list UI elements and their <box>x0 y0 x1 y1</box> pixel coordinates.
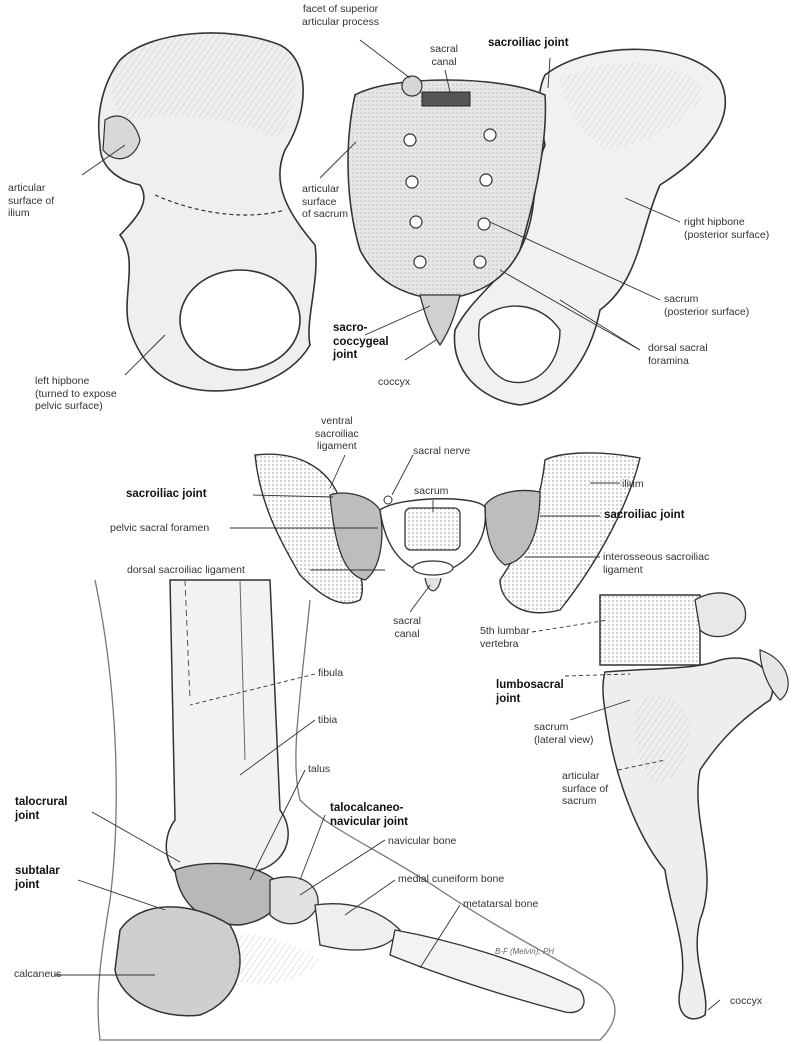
label-sacrum-lateral: sacrum (lateral view) <box>534 721 594 746</box>
label-5th-lumbar-vertebra: 5th lumbar vertebra <box>480 625 530 650</box>
label-navicular-bone: navicular bone <box>388 835 456 848</box>
label-coccyx-top: coccyx <box>378 376 410 389</box>
label-pelvic-sacral-foramen: pelvic sacral foramen <box>110 522 209 535</box>
label-sacrum-mid: sacrum <box>414 485 448 498</box>
label-sacral-nerve: sacral nerve <box>413 445 470 458</box>
artist-signature: B-F (Melvin), PH <box>495 947 554 956</box>
label-sacrococcygeal-joint: sacro- coccygeal joint <box>333 322 389 363</box>
label-sacroiliac-joint-top: sacroiliac joint <box>488 37 569 51</box>
label-articular-surface-sacrum-lateral: articular surface of sacrum <box>562 770 608 808</box>
label-fibula: fibula <box>318 667 343 680</box>
left-hipbone-drawing <box>99 33 316 391</box>
label-sacroiliac-joint-right: sacroiliac joint <box>604 509 685 523</box>
label-sacrum-posterior: sacrum (posterior surface) <box>664 293 749 318</box>
label-lumbosacral-joint: lumbosacral joint <box>496 679 564 706</box>
lumbosacral-lateral-drawing <box>600 593 788 1019</box>
label-subtalar-joint: subtalar joint <box>15 865 60 892</box>
label-calcaneus: calcaneus <box>14 968 61 981</box>
label-dorsal-sacroiliac-ligament: dorsal sacroiliac ligament <box>127 564 245 577</box>
label-ventral-sacroiliac-ligament: ventral sacroiliac ligament <box>315 415 359 453</box>
label-coccyx-bottom: coccyx <box>730 995 762 1008</box>
label-interosseous-sacroiliac-ligament: interosseous sacroiliac ligament <box>603 551 709 576</box>
label-tibia: tibia <box>318 714 337 727</box>
label-articular-surface-ilium: articular surface of ilium <box>8 182 54 220</box>
label-sacroiliac-joint-left: sacroiliac joint <box>126 488 207 502</box>
label-ilium: ilium <box>622 478 644 491</box>
pelvis-cross-section <box>255 453 640 613</box>
label-metatarsal-bone: metatarsal bone <box>463 898 538 911</box>
label-talocrural-joint: talocrural joint <box>15 796 67 823</box>
label-sacral-canal-mid: sacral canal <box>393 615 421 640</box>
label-left-hipbone: left hipbone (turned to expose pelvic su… <box>35 375 117 413</box>
label-talocalcaneonavicular-joint: talocalcaneo- navicular joint <box>330 802 408 829</box>
label-dorsal-sacral-foramina: dorsal sacral foramina <box>648 342 708 367</box>
label-sacral-canal-top: sacral canal <box>430 43 458 68</box>
label-talus: talus <box>308 763 330 776</box>
label-medial-cuneiform-bone: medial cuneiform bone <box>398 873 504 886</box>
label-facet-superior: facet of superior articular process <box>302 3 379 28</box>
label-articular-surface-sacrum: articular surface of sacrum <box>302 183 348 221</box>
label-right-hipbone: right hipbone (posterior surface) <box>684 216 769 241</box>
